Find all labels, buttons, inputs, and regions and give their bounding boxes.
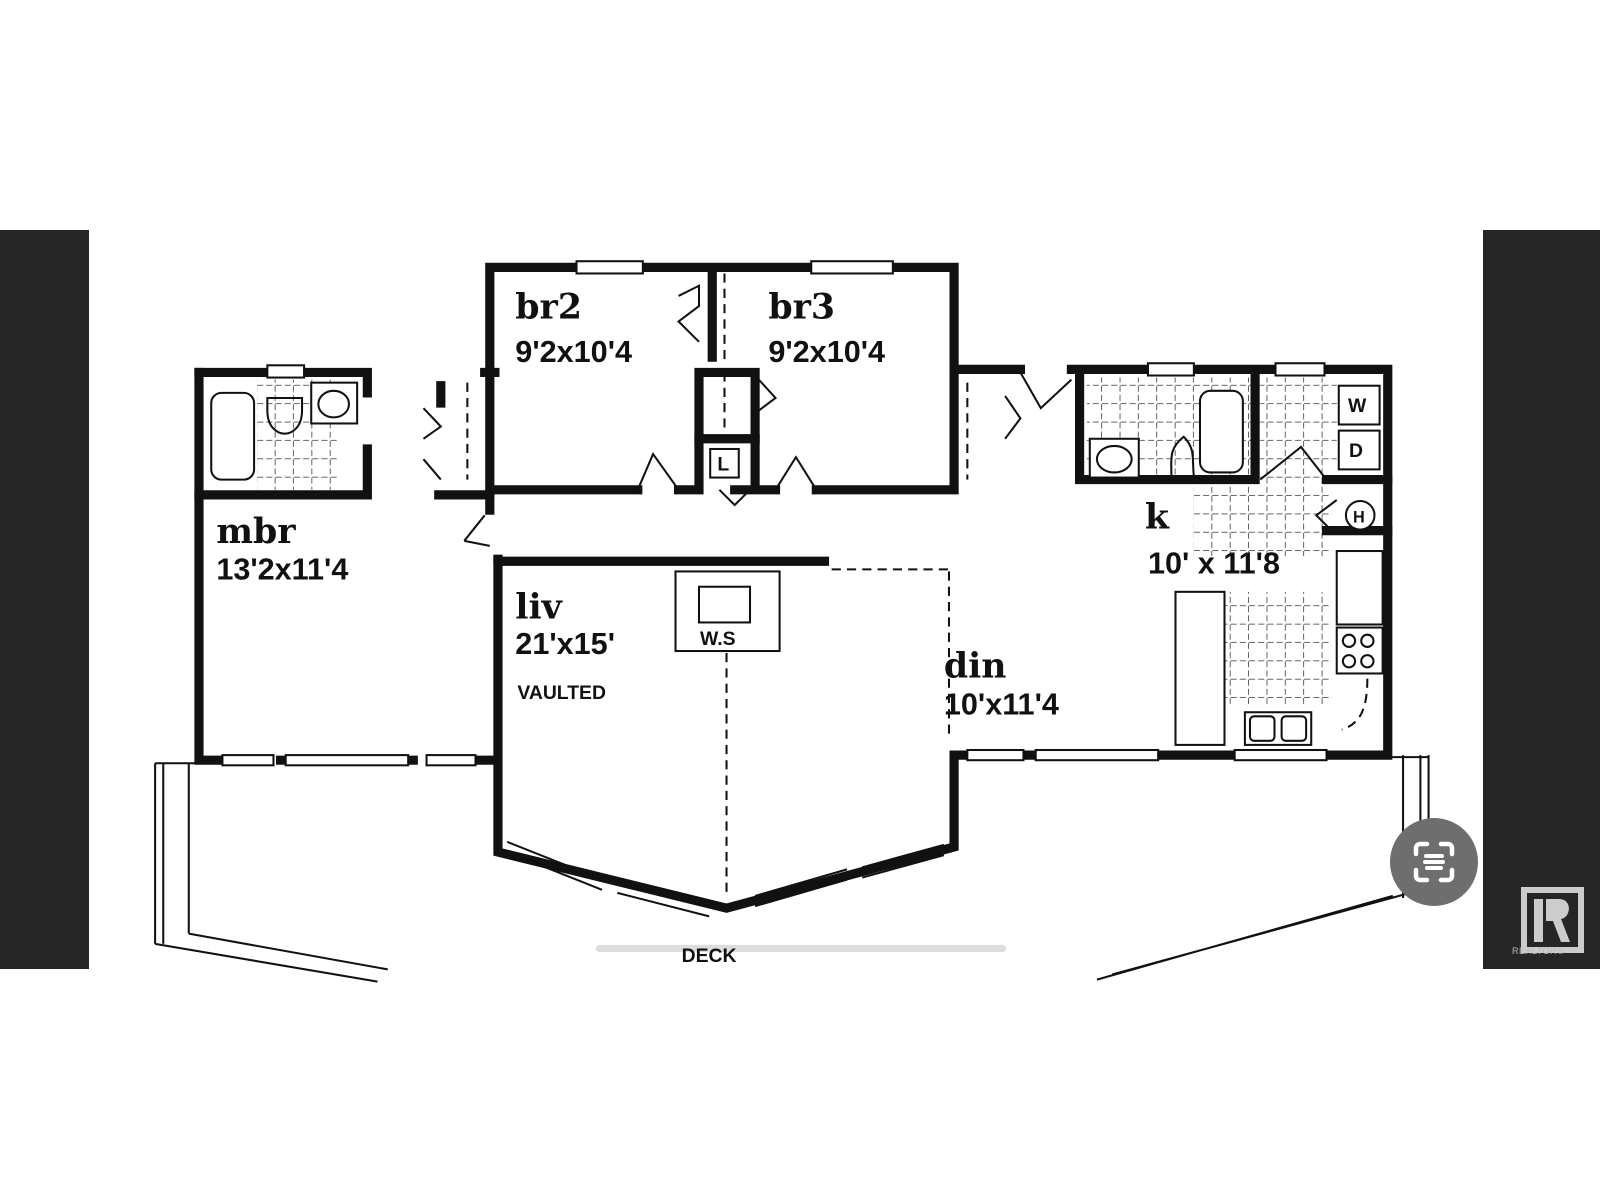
text-scan-icon [1413, 841, 1455, 883]
din-name: din [944, 646, 1007, 687]
washer-label: W [1348, 395, 1367, 417]
k-size: 10' x 11'8 [1148, 546, 1280, 580]
br2-name: br2 [515, 286, 582, 327]
br3-size: 9'2x10'4 [768, 335, 885, 369]
dryer-label: D [1349, 440, 1363, 462]
deck-label: DECK [682, 945, 737, 967]
br3-name: br3 [768, 286, 835, 327]
linen-label: L [717, 453, 729, 475]
br2-size: 9'2x10'4 [515, 335, 632, 369]
liv-size: 21'x15' [515, 627, 615, 661]
liv-note: VAULTED [517, 682, 606, 704]
din-size: 10'x11'4 [944, 687, 1059, 721]
right-letterbox [1483, 230, 1600, 969]
scroll-indicator[interactable] [595, 944, 1007, 953]
mbr-name: mbr [216, 511, 296, 552]
text-scan-button[interactable] [1390, 818, 1478, 906]
doors [422, 273, 1073, 898]
woodstove-label: W.S [700, 628, 736, 650]
heater-label: H [1353, 508, 1365, 526]
mbr-size: 13'2x11'4 [216, 553, 348, 587]
left-letterbox [0, 230, 89, 969]
realtor-logo [1521, 887, 1584, 953]
room-labels: br2 9'2x10'4 br3 9'2x10'4 mbr 13'2x11'4 … [216, 286, 1367, 967]
windows [221, 260, 1328, 918]
liv-name: liv [515, 586, 563, 627]
k-name: k [1145, 497, 1170, 538]
realtor-logo-text: REALTOR® [1512, 946, 1565, 956]
fixtures [210, 381, 1384, 746]
